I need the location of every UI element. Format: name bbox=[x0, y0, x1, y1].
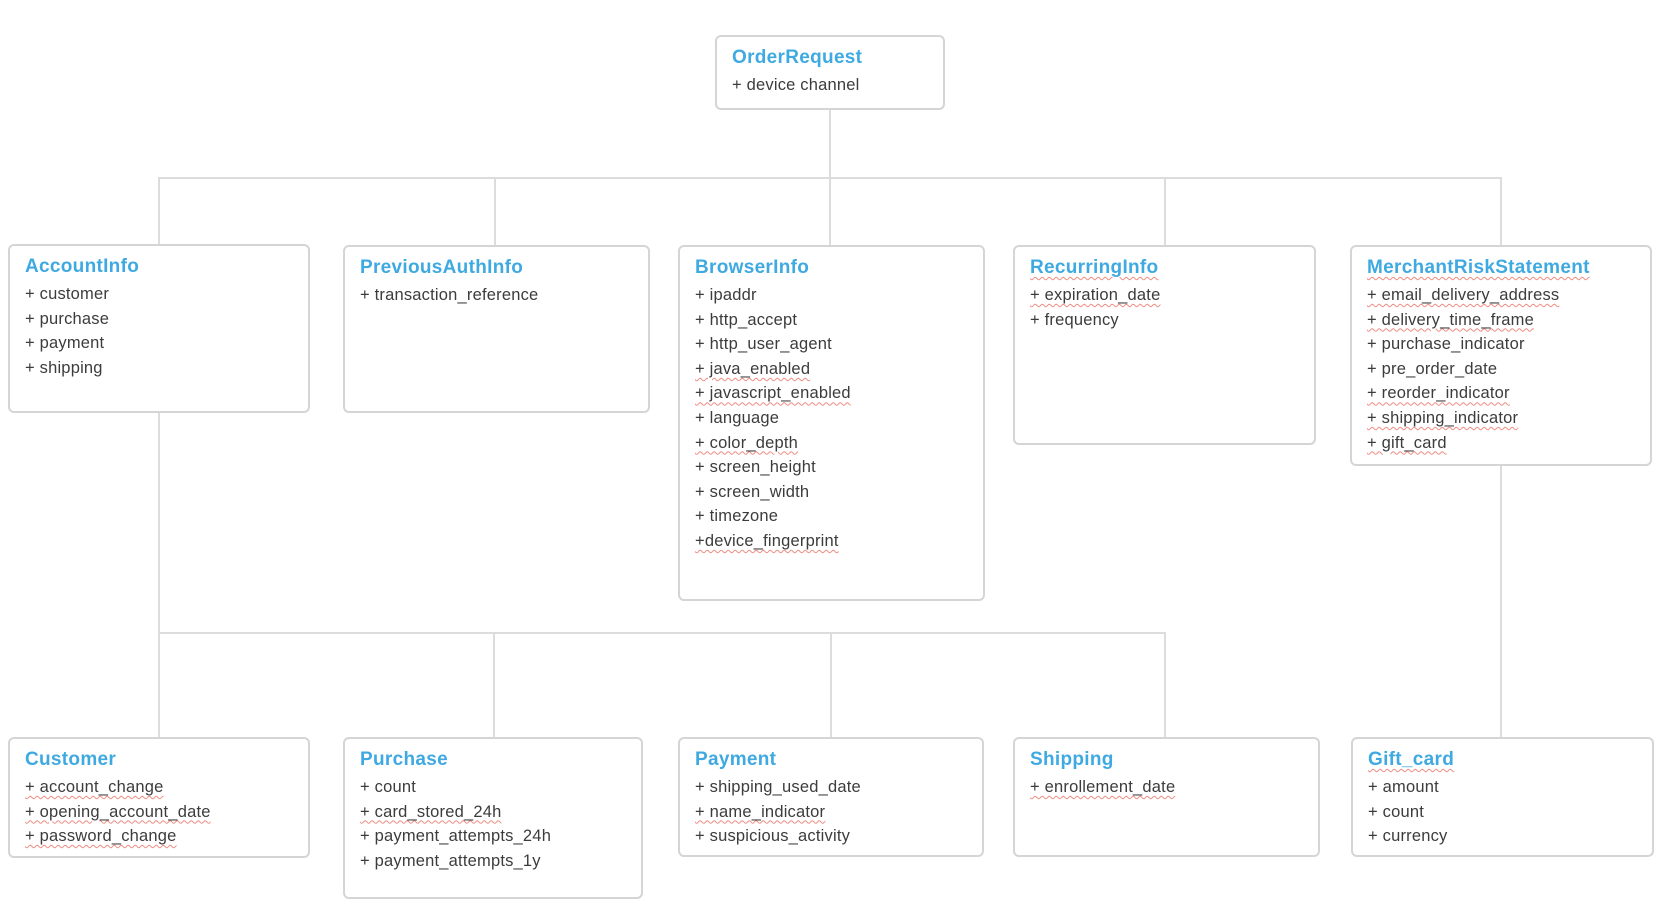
field-reorder-indicator: + reorder_indicator bbox=[1367, 384, 1510, 403]
field-device-fingerprint: +device_fingerprint bbox=[695, 531, 839, 550]
node-title: Shipping bbox=[1030, 749, 1114, 770]
node-fields: + email_delivery_address + delivery_time_… bbox=[1367, 283, 1638, 455]
field-ipaddr: + ipaddr bbox=[695, 286, 757, 304]
field-purchase: + purchase bbox=[25, 309, 110, 328]
field-shipping: + shipping bbox=[25, 358, 103, 377]
node-gift-card: Gift_card + amount + count + currency bbox=[1351, 737, 1654, 857]
connector-drop-gift-card bbox=[1500, 466, 1502, 737]
field-payment-attempts-24h: + payment_attempts_24h bbox=[360, 827, 552, 846]
connector-drop-previous-auth-info bbox=[494, 178, 496, 245]
node-account-info: AccountInfo + customer + purchase + paymen… bbox=[8, 244, 310, 413]
connector-drop-merchant-risk-statement bbox=[1500, 178, 1502, 245]
node-fields: + expiration_date + frequency bbox=[1030, 283, 1302, 332]
node-recurring-info: RecurringInfo + expiration_date + frequen… bbox=[1013, 245, 1316, 445]
field-opening-account-date: + opening_account_date bbox=[25, 802, 211, 821]
field-timezone: + timezone bbox=[695, 507, 779, 526]
node-fields: + transaction_reference bbox=[360, 283, 636, 308]
node-title: Purchase bbox=[360, 749, 448, 770]
field-gift-card: + gift_card bbox=[1367, 433, 1447, 452]
connector-drop-shipping bbox=[1164, 633, 1166, 737]
node-purchase: Purchase + count + card_stored_24h + payme… bbox=[343, 737, 643, 899]
node-merchant-risk-statement: MerchantRiskStatement + email_delivery_a… bbox=[1350, 245, 1652, 466]
field-language: + language bbox=[695, 408, 780, 427]
node-fields: + amount + count + currency bbox=[1368, 775, 1640, 849]
field-email-delivery-address: + email_delivery_address bbox=[1367, 286, 1560, 304]
node-title: OrderRequest bbox=[732, 47, 863, 68]
node-payment: Payment + shipping_used_date + name_indic… bbox=[678, 737, 984, 857]
field-screen-width: + screen_width bbox=[695, 482, 810, 501]
node-title: Gift_card bbox=[1368, 749, 1455, 770]
connector-root-drop bbox=[829, 110, 831, 178]
field-http-user-agent: + http_user_agent bbox=[695, 335, 832, 354]
field-shipping-used-date: + shipping_used_date bbox=[695, 778, 861, 796]
node-fields: + customer + purchase + payment + shipping bbox=[25, 282, 296, 380]
field-account-change: + account_change bbox=[25, 778, 164, 796]
node-fields: + shipping_used_date + name_indicator + su… bbox=[695, 775, 970, 849]
field-device-channel: + device channel bbox=[732, 76, 860, 94]
field-delivery-time-frame: + delivery_time_frame bbox=[1367, 310, 1534, 329]
node-browser-info: BrowserInfo + ipaddr + http_accept + http_… bbox=[678, 245, 985, 601]
field-transaction-reference: + transaction_reference bbox=[360, 286, 539, 304]
node-title: MerchantRiskStatement bbox=[1367, 257, 1590, 278]
field-amount: + amount bbox=[1368, 778, 1439, 796]
field-shipping-indicator: + shipping_indicator bbox=[1367, 408, 1519, 427]
field-expiration-date: + expiration_date bbox=[1030, 286, 1161, 304]
node-previous-auth-info: PreviousAuthInfo + transaction_reference bbox=[343, 245, 650, 413]
field-currency: + currency bbox=[1368, 827, 1448, 846]
field-http-accept: + http_accept bbox=[695, 310, 798, 329]
field-password-change: + password_change bbox=[25, 827, 177, 846]
node-customer: Customer + account_change + opening_accou… bbox=[8, 737, 310, 858]
field-pre-order-date: + pre_order_date bbox=[1367, 359, 1498, 378]
connector-account-info-down bbox=[158, 412, 160, 634]
field-suspicious-activity: + suspicious_activity bbox=[695, 827, 851, 846]
field-color-depth: + color_depth bbox=[695, 433, 799, 452]
node-title: RecurringInfo bbox=[1030, 257, 1159, 278]
node-title: AccountInfo bbox=[25, 256, 140, 277]
connector-drop-account-info bbox=[158, 178, 160, 245]
field-purchase-indicator: + purchase_indicator bbox=[1367, 335, 1525, 354]
connector-drop-recurring-info bbox=[1164, 178, 1166, 245]
field-payment-attempts-1y: + payment_attempts_1y bbox=[360, 851, 541, 870]
connector-drop-payment bbox=[830, 633, 832, 737]
node-title: PreviousAuthInfo bbox=[360, 257, 524, 278]
node-order-request: OrderRequest + device channel bbox=[715, 35, 945, 110]
field-java-enabled: + java_enabled bbox=[695, 359, 811, 378]
field-enrollement-date: + enrollement_date bbox=[1030, 778, 1176, 796]
connector-drop-purchase bbox=[493, 633, 495, 737]
field-count: + count bbox=[1368, 802, 1424, 821]
node-fields: + device channel bbox=[732, 73, 931, 98]
node-fields: + count + card_stored_24h + payment_attemp… bbox=[360, 775, 629, 873]
field-frequency: + frequency bbox=[1030, 310, 1119, 329]
field-javascript-enabled: + javascript_enabled bbox=[695, 384, 851, 403]
connector-drop-customer bbox=[158, 633, 160, 737]
field-screen-height: + screen_height bbox=[695, 458, 816, 477]
field-card-stored-24h: + card_stored_24h bbox=[360, 802, 502, 821]
field-payment: + payment bbox=[25, 334, 105, 353]
connector-drop-browser-info bbox=[829, 178, 831, 245]
node-fields: + ipaddr + http_accept + http_user_agent + … bbox=[695, 283, 971, 554]
connector-level2-rail bbox=[158, 632, 1166, 634]
node-title: BrowserInfo bbox=[695, 257, 810, 278]
node-fields: + enrollement_date bbox=[1030, 775, 1306, 800]
node-title: Customer bbox=[25, 749, 117, 770]
field-name-indicator: + name_indicator bbox=[695, 802, 826, 821]
field-customer: + customer bbox=[25, 285, 110, 303]
node-title: Payment bbox=[695, 749, 777, 770]
node-fields: + account_change + opening_account_date + … bbox=[25, 775, 296, 849]
node-shipping: Shipping + enrollement_date bbox=[1013, 737, 1320, 857]
field-count: + count bbox=[360, 778, 416, 796]
